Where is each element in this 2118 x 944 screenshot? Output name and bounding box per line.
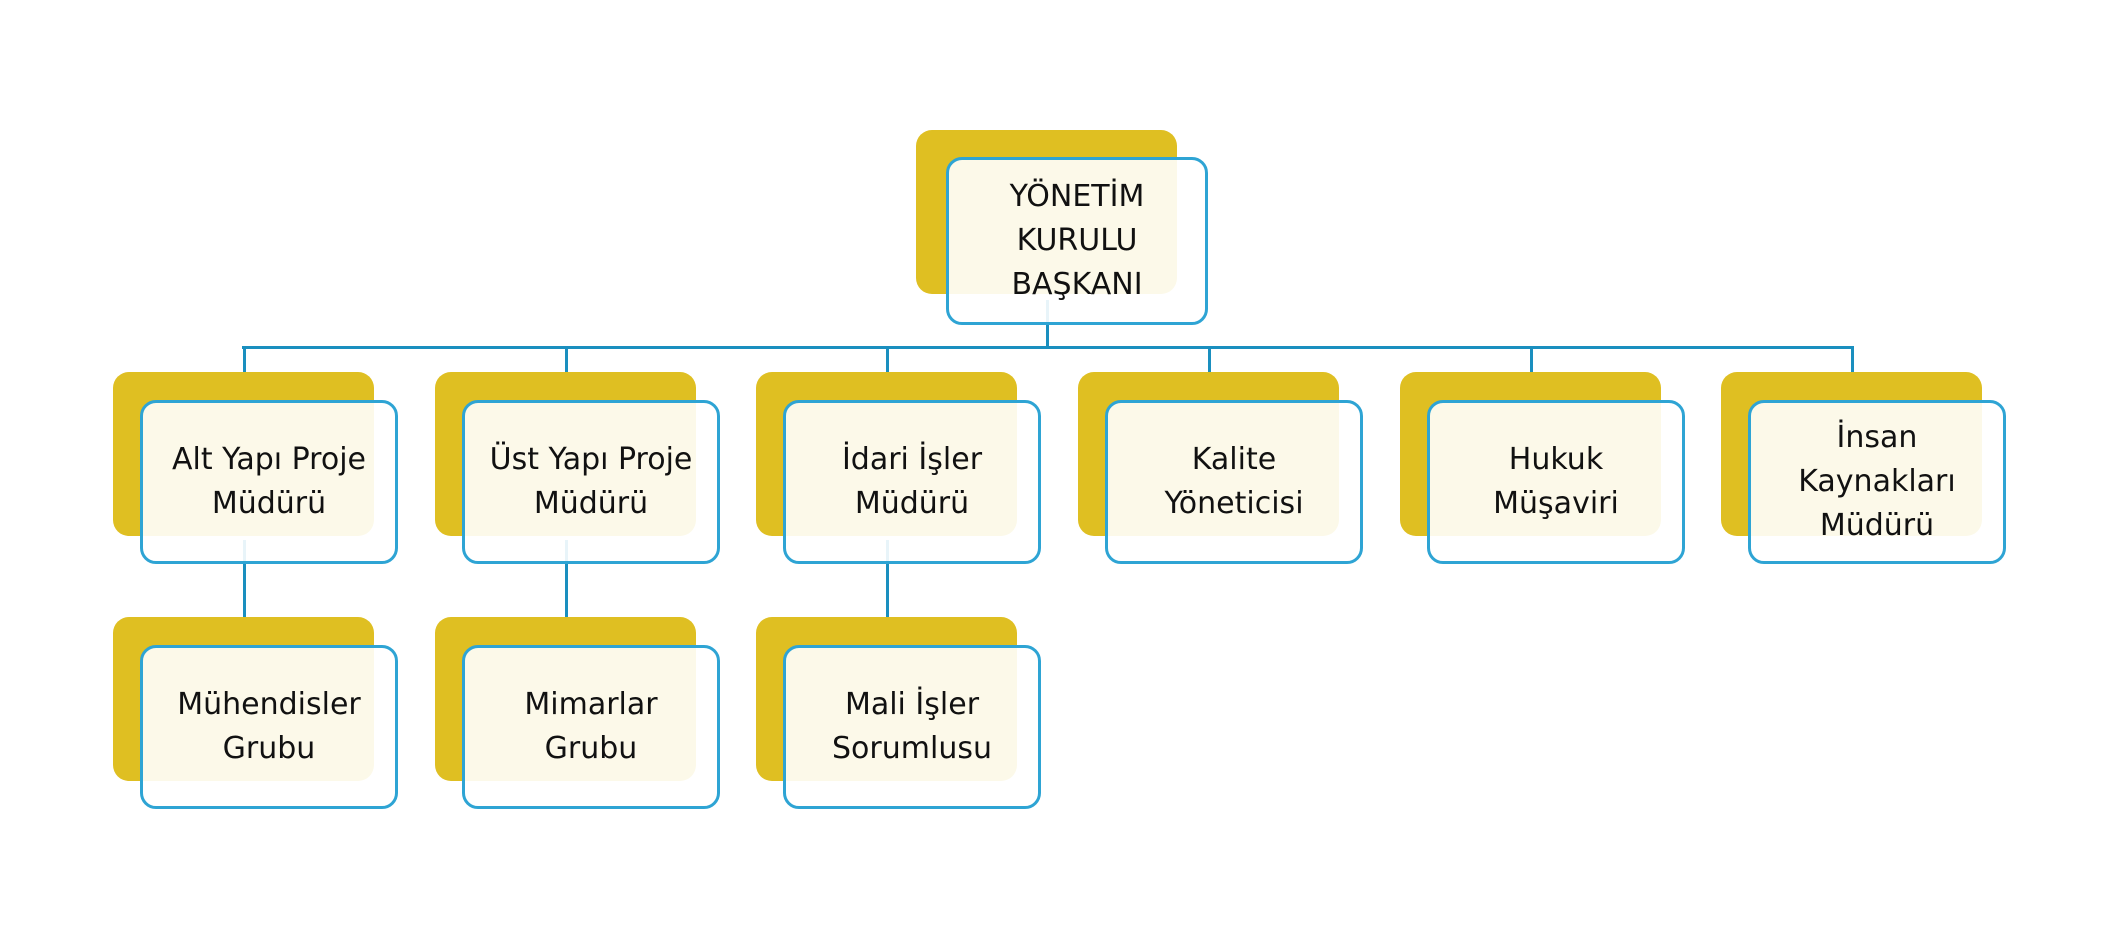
horizontal-connector [242,346,1852,349]
child-connector [243,540,246,618]
level2-node[interactable]: Mali İşler Sorumlusu [783,645,1041,809]
child-connector [565,540,568,618]
root-node[interactable]: YÖNETİM KURULU BAŞKANI [946,157,1208,325]
level1-node[interactable]: Alt Yapı Proje Müdürü [140,400,398,564]
level2-node[interactable]: Mühendisler Grubu [140,645,398,809]
level1-node-label: Hukuk Müşaviri [1493,442,1619,521]
level1-node-label: Alt Yapı Proje Müdürü [171,442,367,521]
level1-node-label: İdari İşler Müdürü [841,442,983,521]
level1-node-label: Üst Yapı Proje Müdürü [489,442,693,521]
level2-node[interactable]: Mimarlar Grubu [462,645,720,809]
level1-connector [1851,346,1854,374]
level1-connector [243,346,246,374]
level1-node[interactable]: Üst Yapı Proje Müdürü [462,400,720,564]
level1-node[interactable]: Kalite Yöneticisi [1105,400,1363,564]
level1-connector [565,346,568,374]
level2-node-label: Mimarlar Grubu [524,687,658,766]
level2-node-label: Mali İşler Sorumlusu [832,687,992,766]
level1-connector [1530,346,1533,374]
level2-node-label: Mühendisler Grubu [177,687,361,766]
level1-node-label: Kalite Yöneticisi [1164,442,1304,521]
child-connector [886,540,889,618]
root-label: YÖNETİM KURULU BAŞKANI [1009,179,1145,302]
level1-node[interactable]: İdari İşler Müdürü [783,400,1041,564]
level1-node-label: İnsan Kaynakları Müdürü [1798,420,1956,543]
level1-node[interactable]: İnsan Kaynakları Müdürü [1748,400,2006,564]
level1-connector [886,346,889,374]
level1-connector [1208,346,1211,374]
level1-node[interactable]: Hukuk Müşaviri [1427,400,1685,564]
